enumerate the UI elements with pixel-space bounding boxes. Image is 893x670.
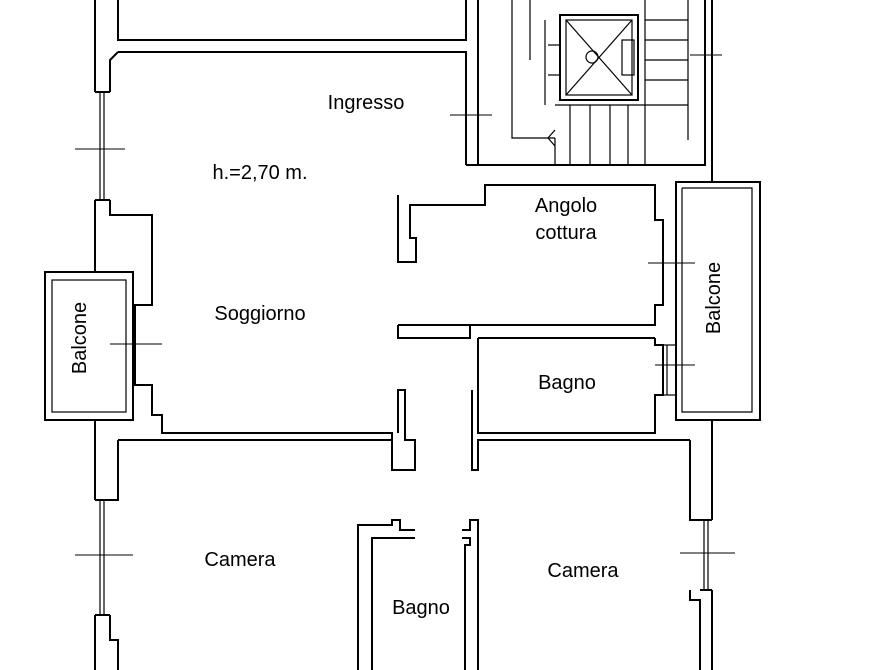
bagno-upper-walls <box>477 338 695 434</box>
corridor-walls <box>118 390 690 471</box>
camera-right-walls <box>680 420 735 670</box>
lift <box>548 14 639 101</box>
ingresso-door <box>450 114 492 166</box>
label-balcone-left: Balcone <box>69 302 91 374</box>
soggiorno-walls <box>134 255 416 471</box>
left-exterior-wall <box>94 0 467 670</box>
label-balcone-right: Balcone <box>703 262 725 334</box>
label-angolo-cottura-line2: cottura <box>535 222 597 244</box>
window-left-upper <box>75 51 153 255</box>
label-camera-left: Camera <box>204 549 276 571</box>
stairwell <box>477 0 722 166</box>
label-bagno-upper: Bagno <box>538 372 596 394</box>
balcone-right <box>675 155 761 421</box>
kitchen-walls <box>397 184 695 339</box>
label-ingresso: Ingresso <box>328 92 405 114</box>
balcone-left <box>44 271 162 421</box>
label-camera-right: Camera <box>547 560 619 582</box>
camera-left-walls <box>75 440 133 670</box>
label-soggiorno: Soggiorno <box>214 303 305 325</box>
label-height-note: h.=2,70 m. <box>212 162 307 184</box>
bagno-lower-walls <box>357 519 479 670</box>
label-bagno-lower: Bagno <box>392 597 450 619</box>
label-angolo-cottura-line1: Angolo <box>535 195 597 217</box>
